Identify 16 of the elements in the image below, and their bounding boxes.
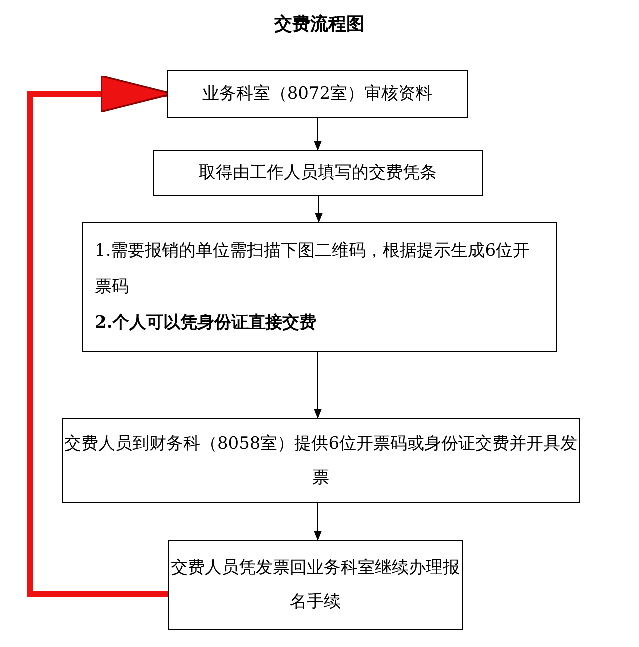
arrow — [314, 502, 322, 541]
box-text: 业务科室（8072室）审核资料 — [201, 83, 434, 106]
box-text: 交费人员到财务科（8058室）提供6位开票码或身份证交费并开具发票 — [63, 432, 579, 490]
process-box — [168, 540, 463, 630]
arrow — [315, 196, 323, 223]
box-text: 2.个人可以凭身份证直接交费 — [95, 312, 318, 335]
title: 交费流程图 — [274, 13, 366, 36]
process-box — [62, 418, 580, 503]
arrow — [314, 352, 322, 419]
box-text: 取得由工作人员填写的交费凭条 — [198, 162, 438, 185]
arrow — [314, 118, 322, 151]
box-text: 交费人员凭发票回业务科室继续办理报名手续 — [170, 557, 461, 614]
process-box — [82, 222, 557, 352]
process-box — [153, 150, 483, 196]
process-box — [167, 70, 468, 118]
box-text: 1.需要报销的单位需扫描下图二维码，根据提示生成6位开票码 — [95, 240, 532, 299]
